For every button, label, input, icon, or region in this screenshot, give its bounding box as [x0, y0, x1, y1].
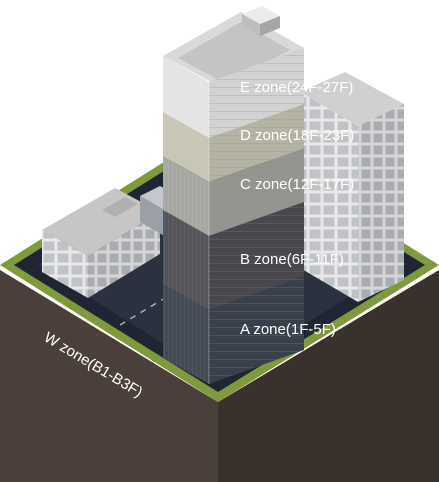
zone-e-label: E zone(24F-27F): [240, 79, 353, 96]
right-building: [300, 72, 404, 302]
rooftop-unit-top: [242, 6, 280, 24]
zone-b-label: B zone(6F-11F): [240, 251, 344, 268]
zone-a-label: A zone(1F-5F): [240, 321, 336, 338]
tower-front-texture: [163, 56, 209, 384]
main-tower: [163, 6, 304, 384]
rooftop-unit-front: [242, 14, 260, 36]
left-low-building: [42, 188, 160, 298]
zone-c-label: C zone(12F-17F): [240, 176, 354, 193]
background-block-front: [140, 196, 168, 238]
tower-roof-inner: [178, 22, 290, 84]
left-building-side: [88, 212, 160, 298]
ground-left-face: [0, 270, 218, 482]
right-building-side: [358, 104, 404, 302]
right-building-front: [300, 92, 358, 302]
left-building-front: [42, 230, 88, 298]
right-building-roof: [300, 72, 404, 126]
zone-d-label: D zone(18F-23F): [240, 127, 354, 144]
tower-side-texture: [209, 48, 304, 384]
ground-right-face: [218, 270, 439, 482]
left-building-roof-detail: [102, 197, 138, 217]
rooftop-unit-side: [260, 16, 280, 36]
